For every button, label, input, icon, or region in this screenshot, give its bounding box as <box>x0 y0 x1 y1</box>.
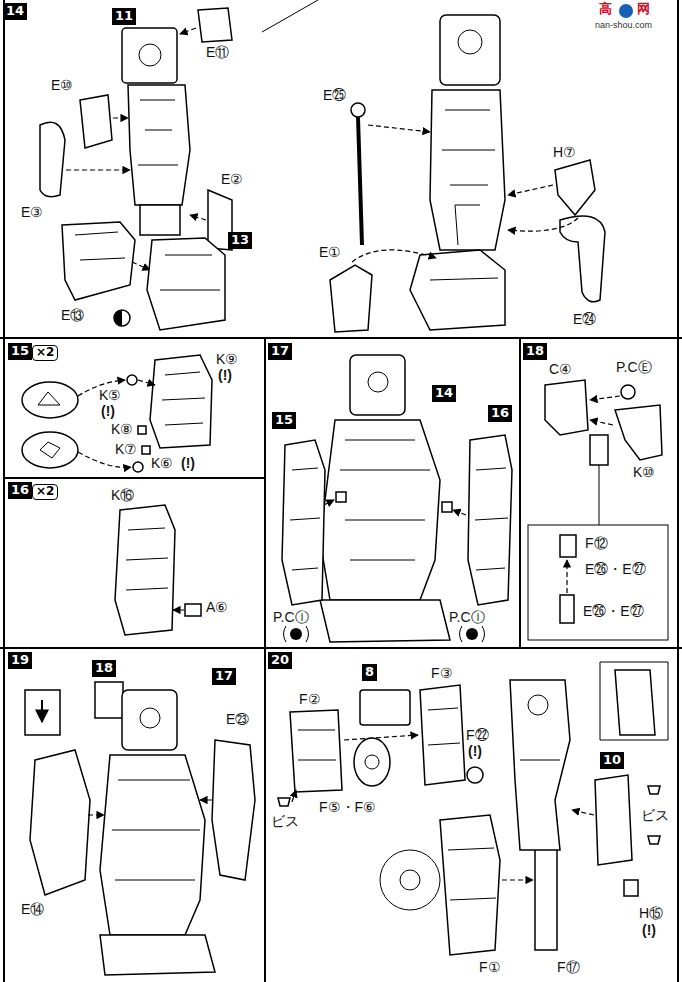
part-number: F③ <box>430 666 454 681</box>
part-number: E㉖・E㉗ <box>584 562 647 577</box>
part-number: F① <box>478 960 502 975</box>
armor-plate-illustration <box>22 355 212 472</box>
frame-parts-illustration <box>278 662 668 955</box>
part-number: E⑪ <box>205 45 230 60</box>
step-label: 17 <box>215 669 233 684</box>
step-label: 18 <box>526 344 544 359</box>
part-number: E⑭ <box>20 902 45 917</box>
watermark: nan-shou.com <box>594 21 653 31</box>
leg-assembly-illustration <box>25 682 255 975</box>
part-number: E① <box>318 245 342 260</box>
step-label: 15 <box>11 344 29 359</box>
part-number: K⑯ <box>110 488 135 503</box>
part-number: K⑤ <box>98 388 122 403</box>
step-number: 15 <box>8 343 32 360</box>
step-number: 19 <box>8 652 32 669</box>
step-label: 10 <box>603 753 621 768</box>
step-number: 13 <box>228 232 252 249</box>
step-label: 11 <box>115 9 133 24</box>
step-label: 18 <box>95 661 113 676</box>
part-number: E㉔ <box>572 312 597 327</box>
step-label: 20 <box>271 653 289 668</box>
part-number: E② <box>220 172 244 187</box>
step-label: 14 <box>6 4 24 19</box>
quantity-badge: ×2 <box>32 484 58 500</box>
part-number: F⑫ <box>584 536 609 551</box>
joint-parts-illustration <box>528 380 668 640</box>
leg-parts-illustration <box>40 8 232 330</box>
part-number: H⑮ <box>638 906 664 921</box>
part-number: K⑨ <box>215 352 239 367</box>
quantity-badge: ×2 <box>32 345 58 361</box>
part-number: E㉓ <box>225 712 250 727</box>
step-number: 14 <box>432 385 456 402</box>
armor-plate-illustration <box>115 505 201 635</box>
watermark-logo <box>619 4 633 18</box>
step-number: 8 <box>362 664 377 681</box>
part-number: E㉖・E㉗ <box>582 604 645 619</box>
part-number: E③ <box>20 205 44 220</box>
watermark: 网 <box>636 2 651 16</box>
part-number: E㉕ <box>322 88 347 103</box>
part-number: K⑦ <box>114 442 138 457</box>
step-label: 14 <box>435 386 453 401</box>
part-number: P.CⒺ <box>615 360 653 375</box>
part-number: K⑧ <box>110 422 134 437</box>
part-number: H⑦ <box>552 145 577 160</box>
caution-mark: (!) <box>467 744 483 759</box>
step-label: 8 <box>365 665 374 680</box>
step-number: 18 <box>523 343 547 360</box>
leg-parts-illustration <box>330 15 605 332</box>
part-number: K⑩ <box>632 465 656 480</box>
part-number: ビス <box>270 814 300 829</box>
step-label: 19 <box>11 653 29 668</box>
caution-mark: (!) <box>217 368 233 383</box>
step-number: 20 <box>268 652 292 669</box>
step-label: 16 <box>11 483 29 498</box>
step-number: 16 <box>8 482 32 499</box>
part-number: F⑰ <box>556 960 581 975</box>
step-number: 17 <box>268 343 292 360</box>
part-number: K⑥ <box>150 456 174 471</box>
part-number: A⑥ <box>205 600 229 615</box>
step-label: ×2 <box>36 485 54 499</box>
part-number: F② <box>298 692 322 707</box>
step-label: 17 <box>271 344 289 359</box>
part-number: E⑬ <box>60 308 85 323</box>
caution-mark: (!) <box>100 404 116 419</box>
step-number: 17 <box>212 668 236 685</box>
step-label: ×2 <box>36 346 54 360</box>
part-number: F㉒ <box>465 728 490 743</box>
step-number: 11 <box>112 8 136 25</box>
watermark: 高 <box>598 2 613 16</box>
caution-mark: (!) <box>180 456 196 471</box>
step-number: 15 <box>272 412 296 429</box>
part-number: ビス <box>640 808 670 823</box>
part-number: C④ <box>548 362 573 377</box>
part-number: E⑩ <box>50 78 74 93</box>
leg-assembly-illustration <box>282 355 512 642</box>
part-number: F⑤・F⑥ <box>318 800 377 815</box>
step-number: 18 <box>92 660 116 677</box>
step-label: 15 <box>275 413 293 428</box>
caution-mark: (!) <box>641 923 657 938</box>
step-number: 16 <box>488 405 512 422</box>
part-number: P.CⒾ <box>272 610 310 625</box>
step-number: 10 <box>600 752 624 769</box>
step-number: 14 <box>3 3 27 20</box>
part-number: P.CⒾ <box>448 610 486 625</box>
step-label: 13 <box>231 233 249 248</box>
step-label: 16 <box>491 406 509 421</box>
